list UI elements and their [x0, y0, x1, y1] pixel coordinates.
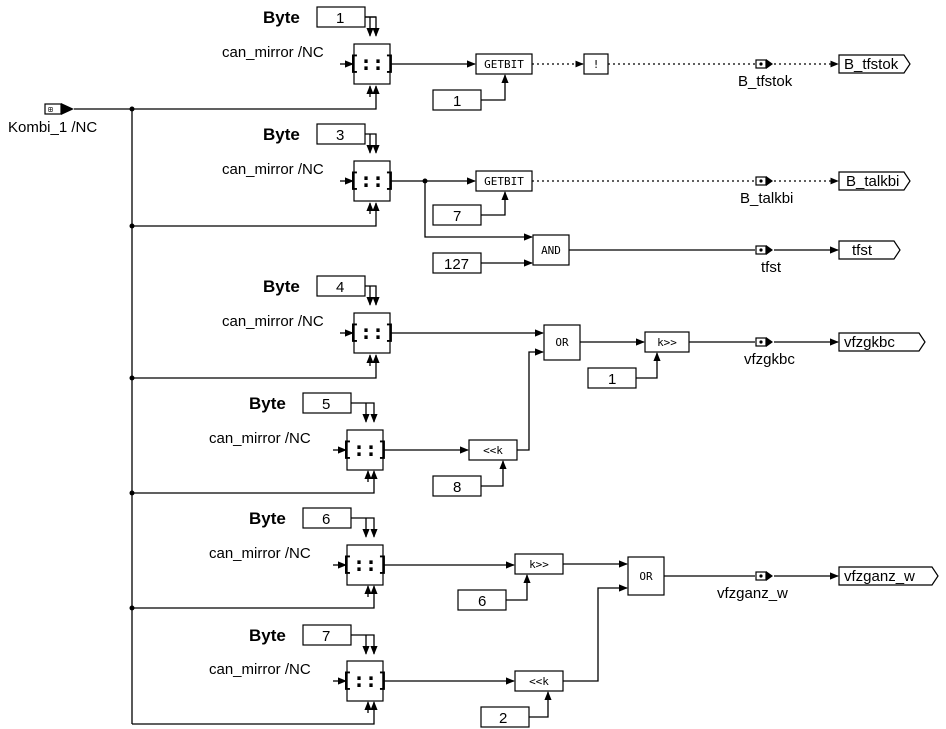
row-byte-1: Byte 1 can_mirror /NC GETBIT 1 ! B_tfsto…	[132, 6, 911, 111]
array-select-icon	[347, 312, 397, 354]
shift-const-value: 6	[478, 593, 486, 610]
array-select-icon	[340, 544, 390, 586]
byte-label: Byte	[249, 394, 286, 413]
input-label: Kombi_1 /NC	[8, 119, 97, 136]
shift-left-label: <<k	[529, 675, 549, 688]
getbit-label: GETBIT	[484, 58, 524, 71]
can-mirror-label: can_mirror /NC	[222, 161, 324, 178]
shift-const-value: 2	[499, 710, 507, 727]
getbit-label: GETBIT	[484, 175, 524, 188]
output-port-label: vfzganz_w	[844, 568, 915, 585]
byte-value: 7	[322, 628, 330, 645]
signal-icon	[755, 336, 774, 348]
byte-label: Byte	[263, 125, 300, 144]
row-byte-4: Byte 4 can_mirror /NC OR k>> 1 vfzgkbc v…	[132, 275, 926, 389]
not-label: !	[593, 58, 600, 71]
signal-label: vfzganz_w	[717, 585, 788, 602]
shift-const-value: 1	[608, 371, 616, 388]
or-label: OR	[639, 570, 653, 583]
shift-right-label: k>>	[657, 336, 677, 349]
and-label: AND	[541, 244, 561, 257]
output-port-label: B_tfstok	[844, 56, 899, 73]
byte-label: Byte	[263, 8, 300, 27]
output-port-label: vfzgkbc	[844, 334, 895, 351]
or-block	[543, 324, 581, 361]
and-block	[532, 234, 570, 266]
or-label: OR	[555, 336, 569, 349]
can-mirror-label: can_mirror /NC	[222, 44, 324, 61]
array-select-icon	[347, 43, 397, 85]
output-port-label: tfst	[852, 242, 873, 259]
or-block	[627, 556, 665, 596]
byte-value: 5	[322, 396, 330, 413]
byte-value: 6	[322, 511, 330, 528]
and-signal-label: tfst	[761, 259, 782, 276]
shift-left-label: <<k	[483, 444, 503, 457]
byte-label: Byte	[263, 277, 300, 296]
signal-icon	[755, 175, 774, 187]
row-byte-6: Byte 6 can_mirror /NC k>> 6 OR vfzganz_w…	[132, 507, 939, 611]
array-select-icon	[340, 660, 390, 702]
and-const-value: 127	[444, 256, 469, 273]
signal-label: B_talkbi	[740, 190, 793, 207]
byte-value: 4	[336, 279, 344, 296]
byte-value: 3	[336, 127, 344, 144]
output-port-label: B_talkbi	[846, 173, 899, 190]
byte-value: 1	[336, 10, 344, 27]
output-port	[838, 171, 911, 191]
row-byte-3: Byte 3 can_mirror /NC GETBIT 7 B_talkbi …	[132, 123, 911, 276]
can-mirror-label: can_mirror /NC	[209, 430, 311, 447]
input-kombi-1: ⊞ Kombi_1 /NC	[8, 103, 97, 136]
byte-label: Byte	[249, 626, 286, 645]
bit-value: 1	[453, 93, 461, 110]
byte-label: Byte	[249, 509, 286, 528]
array-select-icon	[347, 160, 397, 202]
output-port	[838, 54, 911, 74]
array-select-icon	[340, 429, 390, 471]
signal-label: B_tfstok	[738, 73, 793, 90]
signal-label: vfzgkbc	[744, 351, 795, 368]
row-byte-7: Byte 7 can_mirror /NC <<k 2	[132, 584, 628, 728]
shift-right-label: k>>	[529, 558, 549, 571]
shift-const-value: 8	[453, 479, 461, 496]
signal-icon	[755, 244, 774, 256]
signal-icon	[755, 570, 774, 582]
svg-text:⊞: ⊞	[48, 105, 53, 114]
row-byte-5: Byte 5 can_mirror /NC <<k 8	[132, 348, 544, 497]
signal-icon	[755, 58, 774, 70]
output-port	[838, 332, 926, 352]
can-mirror-label: can_mirror /NC	[209, 545, 311, 562]
can-mirror-label: can_mirror /NC	[222, 313, 324, 330]
can-mirror-label: can_mirror /NC	[209, 661, 311, 678]
bit-value: 7	[453, 208, 461, 225]
output-port	[838, 240, 901, 260]
output-port	[838, 566, 939, 586]
